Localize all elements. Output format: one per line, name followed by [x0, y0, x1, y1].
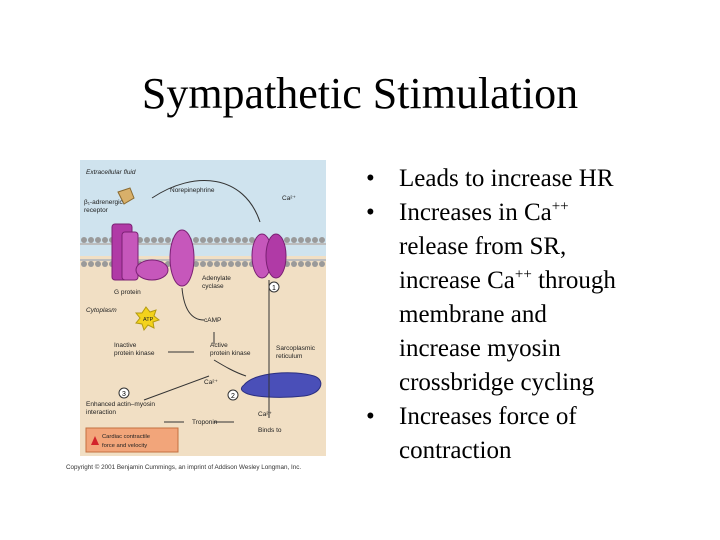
- troponin-label: Troponin: [192, 419, 218, 426]
- signaling-diagram: 1 2 3 Extracellular fluid β₁-adrenergic …: [64, 160, 346, 478]
- bullet-text-line: release from SR,: [399, 233, 567, 260]
- step-3-marker: [118, 387, 130, 399]
- active-kinase-label-line2: protein kinase: [210, 350, 251, 357]
- cardiac-output-box: [85, 427, 179, 453]
- g-protein-label: G protein: [114, 289, 141, 296]
- step-1-label: 1: [272, 285, 276, 292]
- receptor-label-line1: β₁-adrenergic: [84, 199, 124, 206]
- bullet-marker: •: [366, 165, 375, 192]
- g-protein-shape: [135, 259, 169, 281]
- atp-starburst-icon: [134, 306, 161, 332]
- cardiac-output-label-line2: force and velocity: [102, 443, 147, 449]
- sr-label-line1: Sarcoplasmic: [276, 345, 316, 352]
- active-kinase-label-line1: Active: [210, 342, 228, 349]
- cytoplasm-label: Cytoplasm: [86, 307, 117, 314]
- bullet-text-line: increase Ca++ through: [399, 266, 616, 294]
- step-3-label: 3: [122, 391, 126, 398]
- norepinephrine-molecule-icon: [117, 187, 135, 205]
- ca-top-label: Ca²⁺: [282, 195, 296, 202]
- binds-to-label: Binds to: [258, 427, 282, 434]
- receptor-label-line2: receptor: [84, 207, 109, 214]
- norepinephrine-label: Norepinephrine: [170, 187, 215, 194]
- inactive-kinase-label-line2: protein kinase: [114, 350, 155, 357]
- step-2-marker: [227, 389, 239, 401]
- slide-title: Sympathetic Stimulation: [141, 69, 579, 118]
- bullet-item: • Increases force of contraction: [366, 400, 706, 468]
- cardiac-output-label-line1: Cardiac contractile: [102, 434, 150, 440]
- adenylate-cyclase-shape: [169, 229, 195, 287]
- bullet-text-line: increase myosin: [399, 335, 561, 362]
- figure-copyright: Copyright © 2001 Benjamin Cummings, an i…: [66, 464, 302, 471]
- pathway-arrows: [143, 180, 270, 423]
- cytoplasm-region: [80, 256, 326, 456]
- bullet-text: Leads to increase HR: [399, 165, 614, 192]
- sr-label-line2: reticulum: [276, 353, 302, 360]
- increase-arrow-icon: [91, 436, 99, 445]
- step-1-marker: [268, 281, 280, 293]
- sarcoplasmic-reticulum-shape: [240, 372, 322, 398]
- bullet-text-line: Increases in Ca++: [399, 198, 569, 226]
- enhanced-interaction-label-line2: interaction: [86, 409, 116, 416]
- bullet-marker: •: [366, 199, 375, 226]
- bullet-item: • Increases in Ca++ release from SR, inc…: [366, 196, 706, 400]
- ca-mid-label: Ca²⁺: [204, 379, 218, 386]
- ca-low-label: Ca²⁺: [258, 411, 272, 418]
- extracellular-fluid-label: Extracellular fluid: [86, 169, 136, 176]
- bullet-text-line: crossbridge cycling: [399, 369, 595, 396]
- bullet-item: • Leads to increase HR: [366, 162, 706, 196]
- bullet-list: • Leads to increase HR • Increases in Ca…: [366, 162, 706, 468]
- bullet-text-line: contraction: [399, 437, 512, 464]
- camp-label: cAMP: [204, 317, 221, 324]
- bullet-text-line: Increases force of: [399, 403, 577, 430]
- bullet-marker: •: [366, 403, 375, 430]
- adenylate-cyclase-label-line2: cyclase: [202, 283, 224, 290]
- inactive-kinase-label-line1: Inactive: [114, 342, 137, 349]
- bullet-text-line: membrane and: [399, 301, 547, 328]
- beta1-receptor-shape: [111, 187, 139, 281]
- adenylate-cyclase-label-line1: Adenylate: [202, 275, 231, 282]
- atp-label: ATP: [143, 317, 154, 323]
- enhanced-interaction-label-line1: Enhanced actin–myosin: [86, 401, 155, 408]
- calcium-channel-shape: [251, 233, 287, 279]
- step-2-label: 2: [231, 393, 235, 400]
